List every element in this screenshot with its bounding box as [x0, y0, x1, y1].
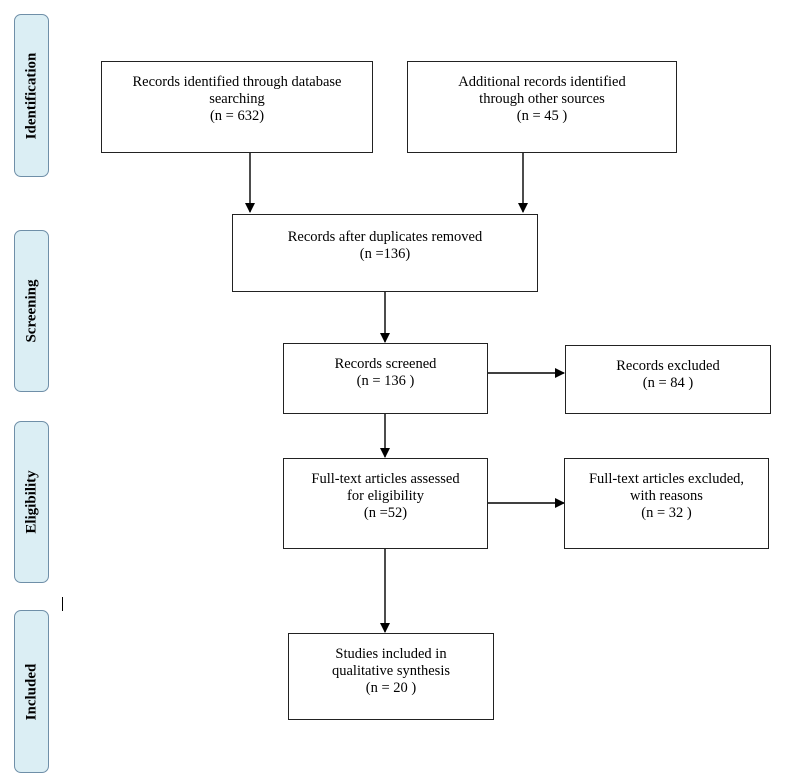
duplicates-removed-count: (n =136) — [359, 246, 411, 262]
other-sources-line1: Additional records identified — [458, 74, 626, 90]
box-records-excluded: Records excluded (n = 84 ) — [565, 345, 771, 414]
text-cursor-mark — [62, 597, 63, 611]
box-duplicates-removed: Records after duplicates removed (n =136… — [232, 214, 538, 292]
fulltext-excluded-line1: Full-text articles excluded, — [588, 471, 745, 487]
other-sources-line2: through other sources — [479, 91, 605, 107]
box-fulltext-assessed: Full-text articles assessed for eligibil… — [283, 458, 488, 549]
box-database-records: Records identified through database sear… — [101, 61, 373, 153]
database-records-line1: Records identified through database — [132, 74, 342, 90]
stage-identification: Identification — [14, 14, 49, 177]
box-other-sources: Additional records identified through ot… — [407, 61, 677, 153]
included-studies-line2: qualitative synthesis — [332, 663, 450, 679]
included-studies-count: (n = 20 ) — [365, 680, 417, 696]
stage-included: Included — [14, 610, 49, 773]
fulltext-assessed-line1: Full-text articles assessed — [311, 471, 460, 487]
records-excluded-line1: Records excluded — [616, 358, 720, 374]
box-fulltext-excluded: Full-text articles excluded, with reason… — [564, 458, 769, 549]
fulltext-assessed-line2: for eligibility — [347, 488, 424, 504]
stage-screening: Screening — [14, 230, 49, 392]
records-screened-line1: Records screened — [334, 356, 437, 372]
fulltext-excluded-count: (n = 32 ) — [641, 505, 692, 521]
box-included-studies: Studies included in qualitative synthesi… — [288, 633, 494, 720]
database-records-count: (n = 632) — [209, 108, 265, 124]
fulltext-excluded-line2: with reasons — [630, 488, 703, 504]
records-screened-count: (n = 136 ) — [356, 373, 415, 389]
other-sources-count: (n = 45 ) — [516, 108, 568, 124]
records-excluded-count: (n = 84 ) — [642, 375, 694, 391]
database-records-line2: searching — [209, 91, 265, 107]
fulltext-assessed-count: (n =52) — [363, 505, 408, 521]
box-records-screened: Records screened (n = 136 ) — [283, 343, 488, 414]
duplicates-removed-line1: Records after duplicates removed — [287, 229, 483, 245]
included-studies-line1: Studies included in — [335, 646, 447, 662]
stage-eligibility: Eligibility — [14, 421, 49, 583]
